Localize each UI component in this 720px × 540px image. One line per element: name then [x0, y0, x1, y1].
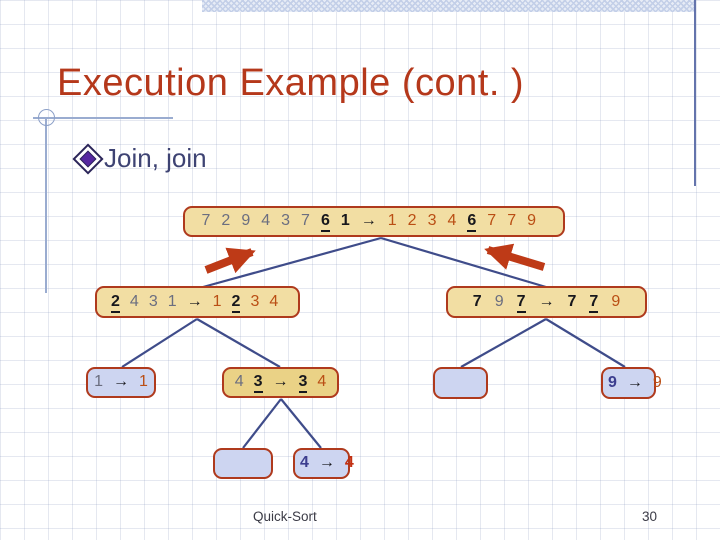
sequence-value: 3	[281, 212, 291, 229]
sequence-value: 2	[111, 293, 120, 314]
sequence-value: 9	[241, 212, 251, 229]
leaf-empty-bottom	[213, 448, 273, 479]
sequence-value: 7	[589, 293, 599, 314]
sequence-value: 3	[253, 373, 263, 394]
page-number: 30	[642, 509, 658, 524]
sequence-value: 4	[300, 454, 309, 471]
leaf-1: 1 → 1	[86, 367, 156, 398]
sequence-value: 2	[407, 212, 417, 229]
leaf-9: 9 → 9	[601, 367, 662, 399]
sequence-value: 1	[167, 293, 177, 310]
sequence-value: →	[626, 374, 643, 391]
sequence-value: 7	[507, 212, 517, 229]
sequence-value: 4	[317, 373, 327, 390]
sequence-value: →	[186, 293, 203, 310]
sequence-value: 7	[472, 293, 482, 310]
sequence-value: 1	[340, 212, 350, 229]
sequence-value: 3	[298, 373, 308, 394]
sequence-value: 1	[387, 212, 397, 229]
sequence-value: 1	[139, 373, 148, 390]
sequence-value: 7	[487, 212, 497, 229]
sequence-value: →	[360, 212, 377, 229]
sequence-value: 6	[467, 212, 477, 233]
decorative-circle	[38, 109, 55, 126]
page-title: Execution Example (cont. )	[57, 62, 525, 104]
sequence-value: 4	[447, 212, 457, 229]
sequence-value: 4	[234, 373, 244, 390]
sequence-value: 1	[212, 293, 222, 310]
sequence-value: 6	[320, 212, 330, 233]
sequence-value: →	[272, 373, 289, 390]
sequence-value: 2	[221, 212, 231, 229]
sequence-value: 7	[516, 293, 526, 314]
sequence-value: 9	[527, 212, 536, 229]
sequence-value: 4	[269, 293, 279, 310]
sequence-value: 3	[148, 293, 158, 310]
diamond-bullet-icon	[72, 143, 104, 175]
sequence-value: 9	[608, 374, 617, 391]
leaf-empty-right	[433, 367, 488, 399]
right-decorative-line	[694, 0, 696, 186]
sequence-value: 3	[427, 212, 437, 229]
title-underline	[33, 117, 173, 119]
sequence-value: 4	[129, 293, 139, 310]
sequence-value: 7	[201, 212, 211, 229]
sequence-value: 4	[261, 212, 271, 229]
sequence-value: 1	[94, 373, 103, 390]
sequence-value: 7	[567, 293, 577, 310]
sequence-value: 2	[231, 293, 241, 314]
sequence-value: 9	[652, 374, 662, 391]
footer-title: Quick-Sort	[253, 509, 317, 524]
sequence-value: →	[538, 293, 555, 310]
sequence-value: 7	[301, 212, 310, 229]
bullet-text: Join, join	[104, 143, 207, 173]
sequence-value: 3	[250, 293, 260, 310]
left-decorative-line	[45, 118, 47, 293]
top-decorative-band	[202, 0, 696, 12]
sequence-value: →	[113, 373, 129, 390]
tree-edges	[121, 236, 626, 449]
sequence-value: 4	[344, 454, 354, 471]
leaf-4: 4 → 4	[293, 448, 354, 479]
sequence-value: 9	[494, 293, 504, 310]
join-arrow-left-icon	[204, 247, 256, 274]
join-arrow-right-icon	[484, 243, 546, 271]
sequence-value: 9	[611, 293, 621, 310]
sequence-value: →	[318, 454, 335, 471]
